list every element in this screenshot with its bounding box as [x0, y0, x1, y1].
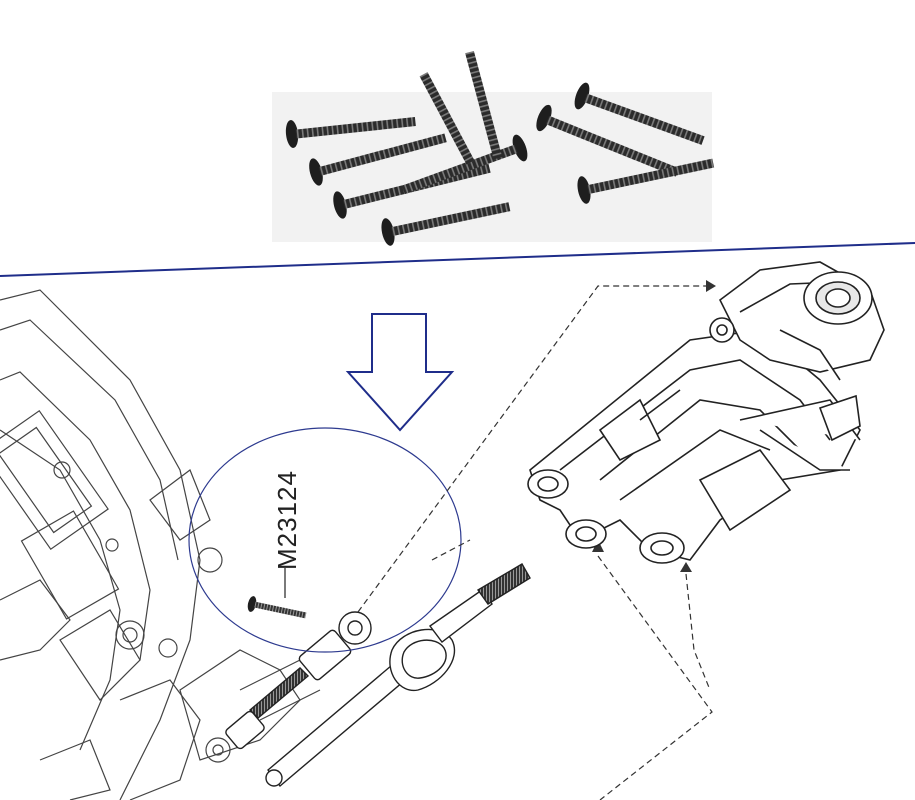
screws-photo — [272, 50, 715, 246]
screw-icon — [577, 158, 715, 204]
screw-icon — [401, 134, 528, 195]
steering-link — [225, 611, 372, 750]
screw-icon — [309, 133, 447, 186]
screw-icon — [574, 82, 705, 145]
drive-shaft — [265, 563, 531, 788]
part-number-label: M23124 — [272, 470, 302, 570]
down-arrow-icon — [345, 313, 455, 432]
screw-icon — [381, 202, 511, 246]
assembly-guides — [357, 285, 713, 800]
callout-circle — [188, 427, 462, 653]
screw-icon — [419, 72, 475, 165]
section-divider — [0, 242, 915, 277]
screw-icon — [465, 50, 503, 160]
suspension-arm — [527, 261, 885, 564]
screw-icon — [536, 104, 680, 177]
screw-icon — [285, 117, 416, 148]
screw-icon — [247, 596, 307, 619]
